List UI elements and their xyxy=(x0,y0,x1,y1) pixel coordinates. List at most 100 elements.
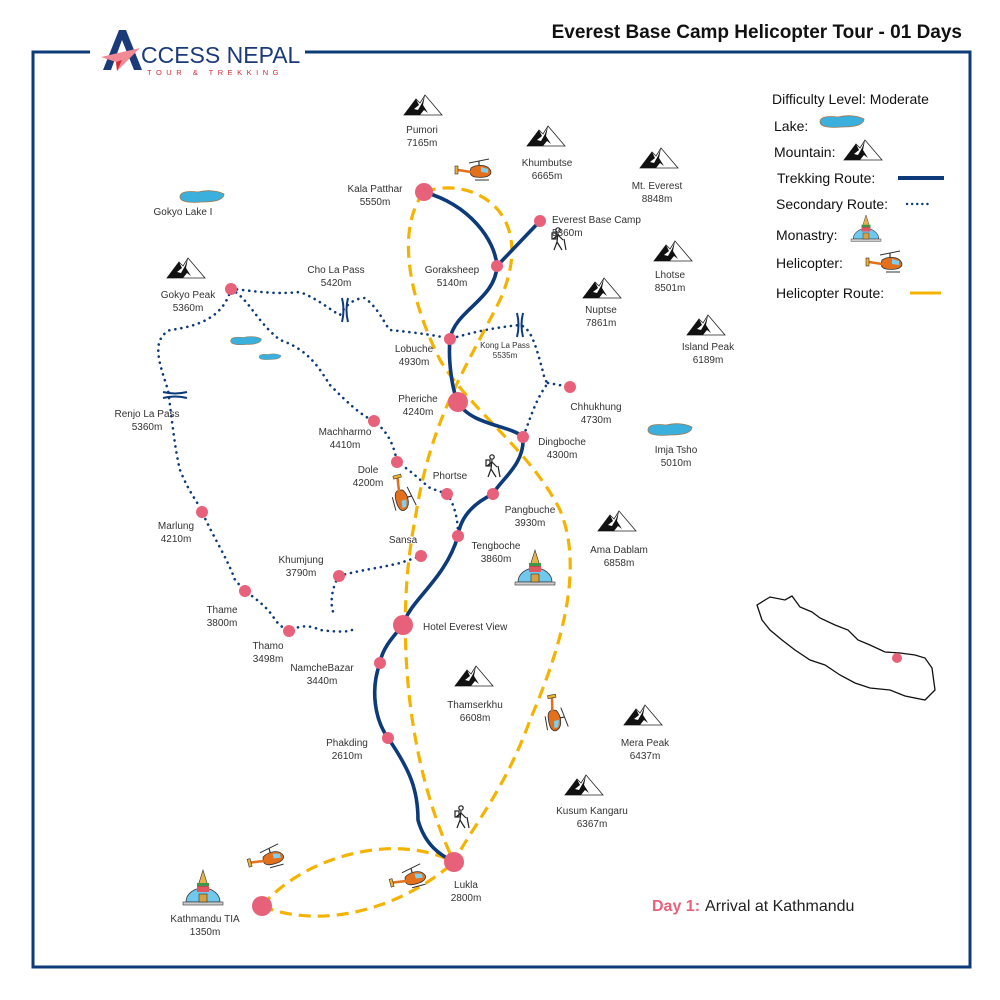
access-nepal-logo: CCESS NEPAL TOUR & TREKKING xyxy=(101,30,301,77)
stop-label-elevation: 4410m xyxy=(330,440,361,451)
lake-label-name: Imja Tsho xyxy=(655,445,698,456)
mountain-label-name: Pumori xyxy=(406,125,438,136)
stop-label-name: Marlung xyxy=(158,521,194,532)
mountain-icon xyxy=(166,257,206,279)
stop-marker[interactable] xyxy=(534,215,546,227)
stop-label-elevation: 5140m xyxy=(437,278,468,289)
mountain-icon xyxy=(597,510,637,532)
stop-label-elevation: 4730m xyxy=(581,415,612,426)
stop-label-elevation: 3790m xyxy=(286,568,317,579)
mountain-icon xyxy=(582,277,622,299)
mountain-icon xyxy=(639,147,679,169)
stop-marker[interactable] xyxy=(333,570,345,582)
stop-label-name: Phortse xyxy=(433,471,468,482)
mountain-label-elevation: 6608m xyxy=(460,713,491,724)
stop-label: Machharmo 4410m xyxy=(319,427,372,451)
stop-marker[interactable] xyxy=(517,431,529,443)
legend-heli-route-label: Helicopter Route: xyxy=(776,285,884,301)
day-label: Day 1: xyxy=(652,898,700,915)
stop-marker[interactable] xyxy=(448,392,468,412)
lake-icon xyxy=(647,423,693,436)
pass-label-elevation: 5535m xyxy=(493,351,518,360)
stop-label-name: Everest Base Camp xyxy=(552,215,641,226)
pass-bridge-icon xyxy=(162,391,188,399)
stop-label: Hotel Everest View xyxy=(423,622,508,633)
mountain-icon xyxy=(843,139,883,161)
helicopter-icon xyxy=(864,249,904,274)
stop-marker[interactable] xyxy=(452,530,464,542)
stop-marker[interactable] xyxy=(283,625,295,637)
mountain-label-name: Kusum Kangaru xyxy=(556,806,628,817)
mountain-label-elevation: 6858m xyxy=(604,558,635,569)
stop-label-elevation: 2800m xyxy=(451,893,482,904)
mountain-label-name: Island Peak xyxy=(682,342,735,353)
mountain-label-elevation: 7861m xyxy=(586,318,617,329)
stop-marker[interactable] xyxy=(415,550,427,562)
stop-marker[interactable] xyxy=(374,657,386,669)
stop-marker[interactable] xyxy=(196,506,208,518)
stop-marker[interactable] xyxy=(444,852,464,872)
stop-marker[interactable] xyxy=(487,488,499,500)
helicopter-icon xyxy=(386,862,429,895)
mountain-label-name: Mera Peak xyxy=(621,738,670,749)
stop-label-name: Dole xyxy=(358,465,379,476)
mountain-icon xyxy=(526,125,566,147)
pass-label-name: Renjo La Pass xyxy=(114,409,179,420)
stop-marker[interactable] xyxy=(444,333,456,345)
mountain-label-name: Lhotse xyxy=(655,270,685,281)
pass-bridge-icon xyxy=(516,312,524,338)
stop-marker[interactable] xyxy=(393,615,413,635)
stop-label-name: NamcheBazar xyxy=(290,663,354,674)
stop-marker[interactable] xyxy=(441,488,453,500)
stop-marker[interactable] xyxy=(415,183,433,201)
stop-marker[interactable] xyxy=(252,896,272,916)
mountain-label-name: Mt. Everest xyxy=(632,181,683,192)
stop-marker[interactable] xyxy=(368,415,380,427)
stop-label-name: Pangbuche xyxy=(505,505,556,516)
stop-label-name: Machharmo xyxy=(319,427,372,438)
stop-label-elevation: 4200m xyxy=(353,478,384,489)
monastery-icon xyxy=(514,549,556,586)
svg-text:CCESS NEPAL: CCESS NEPAL xyxy=(141,42,301,68)
stop-marker[interactable] xyxy=(391,456,403,468)
helicopter-icon xyxy=(540,691,570,734)
stop-label-name: Chhukhung xyxy=(570,402,621,413)
day-text: Arrival at Kathmandu xyxy=(705,898,854,915)
stop-label-name: Khumjung xyxy=(278,555,323,566)
stop-marker[interactable] xyxy=(225,283,237,295)
stop-marker[interactable] xyxy=(491,260,503,272)
stop-label-elevation: 1350m xyxy=(190,927,221,938)
stop-marker[interactable] xyxy=(239,585,251,597)
mountain-icon xyxy=(403,94,443,116)
mountain-icon xyxy=(653,240,693,262)
legend-secondary-label: Secondary Route: xyxy=(776,196,888,212)
stop-marker[interactable] xyxy=(564,381,576,393)
mountain-label-elevation: 8848m xyxy=(642,194,673,205)
stop-label-name: Phakding xyxy=(326,738,368,749)
stop-marker[interactable] xyxy=(382,732,394,744)
map-border xyxy=(31,50,972,969)
lake-icon xyxy=(230,336,262,346)
stop-label-name: Sansa xyxy=(389,535,418,546)
monastery-icon xyxy=(182,869,224,906)
helicopter-icon xyxy=(453,157,493,182)
